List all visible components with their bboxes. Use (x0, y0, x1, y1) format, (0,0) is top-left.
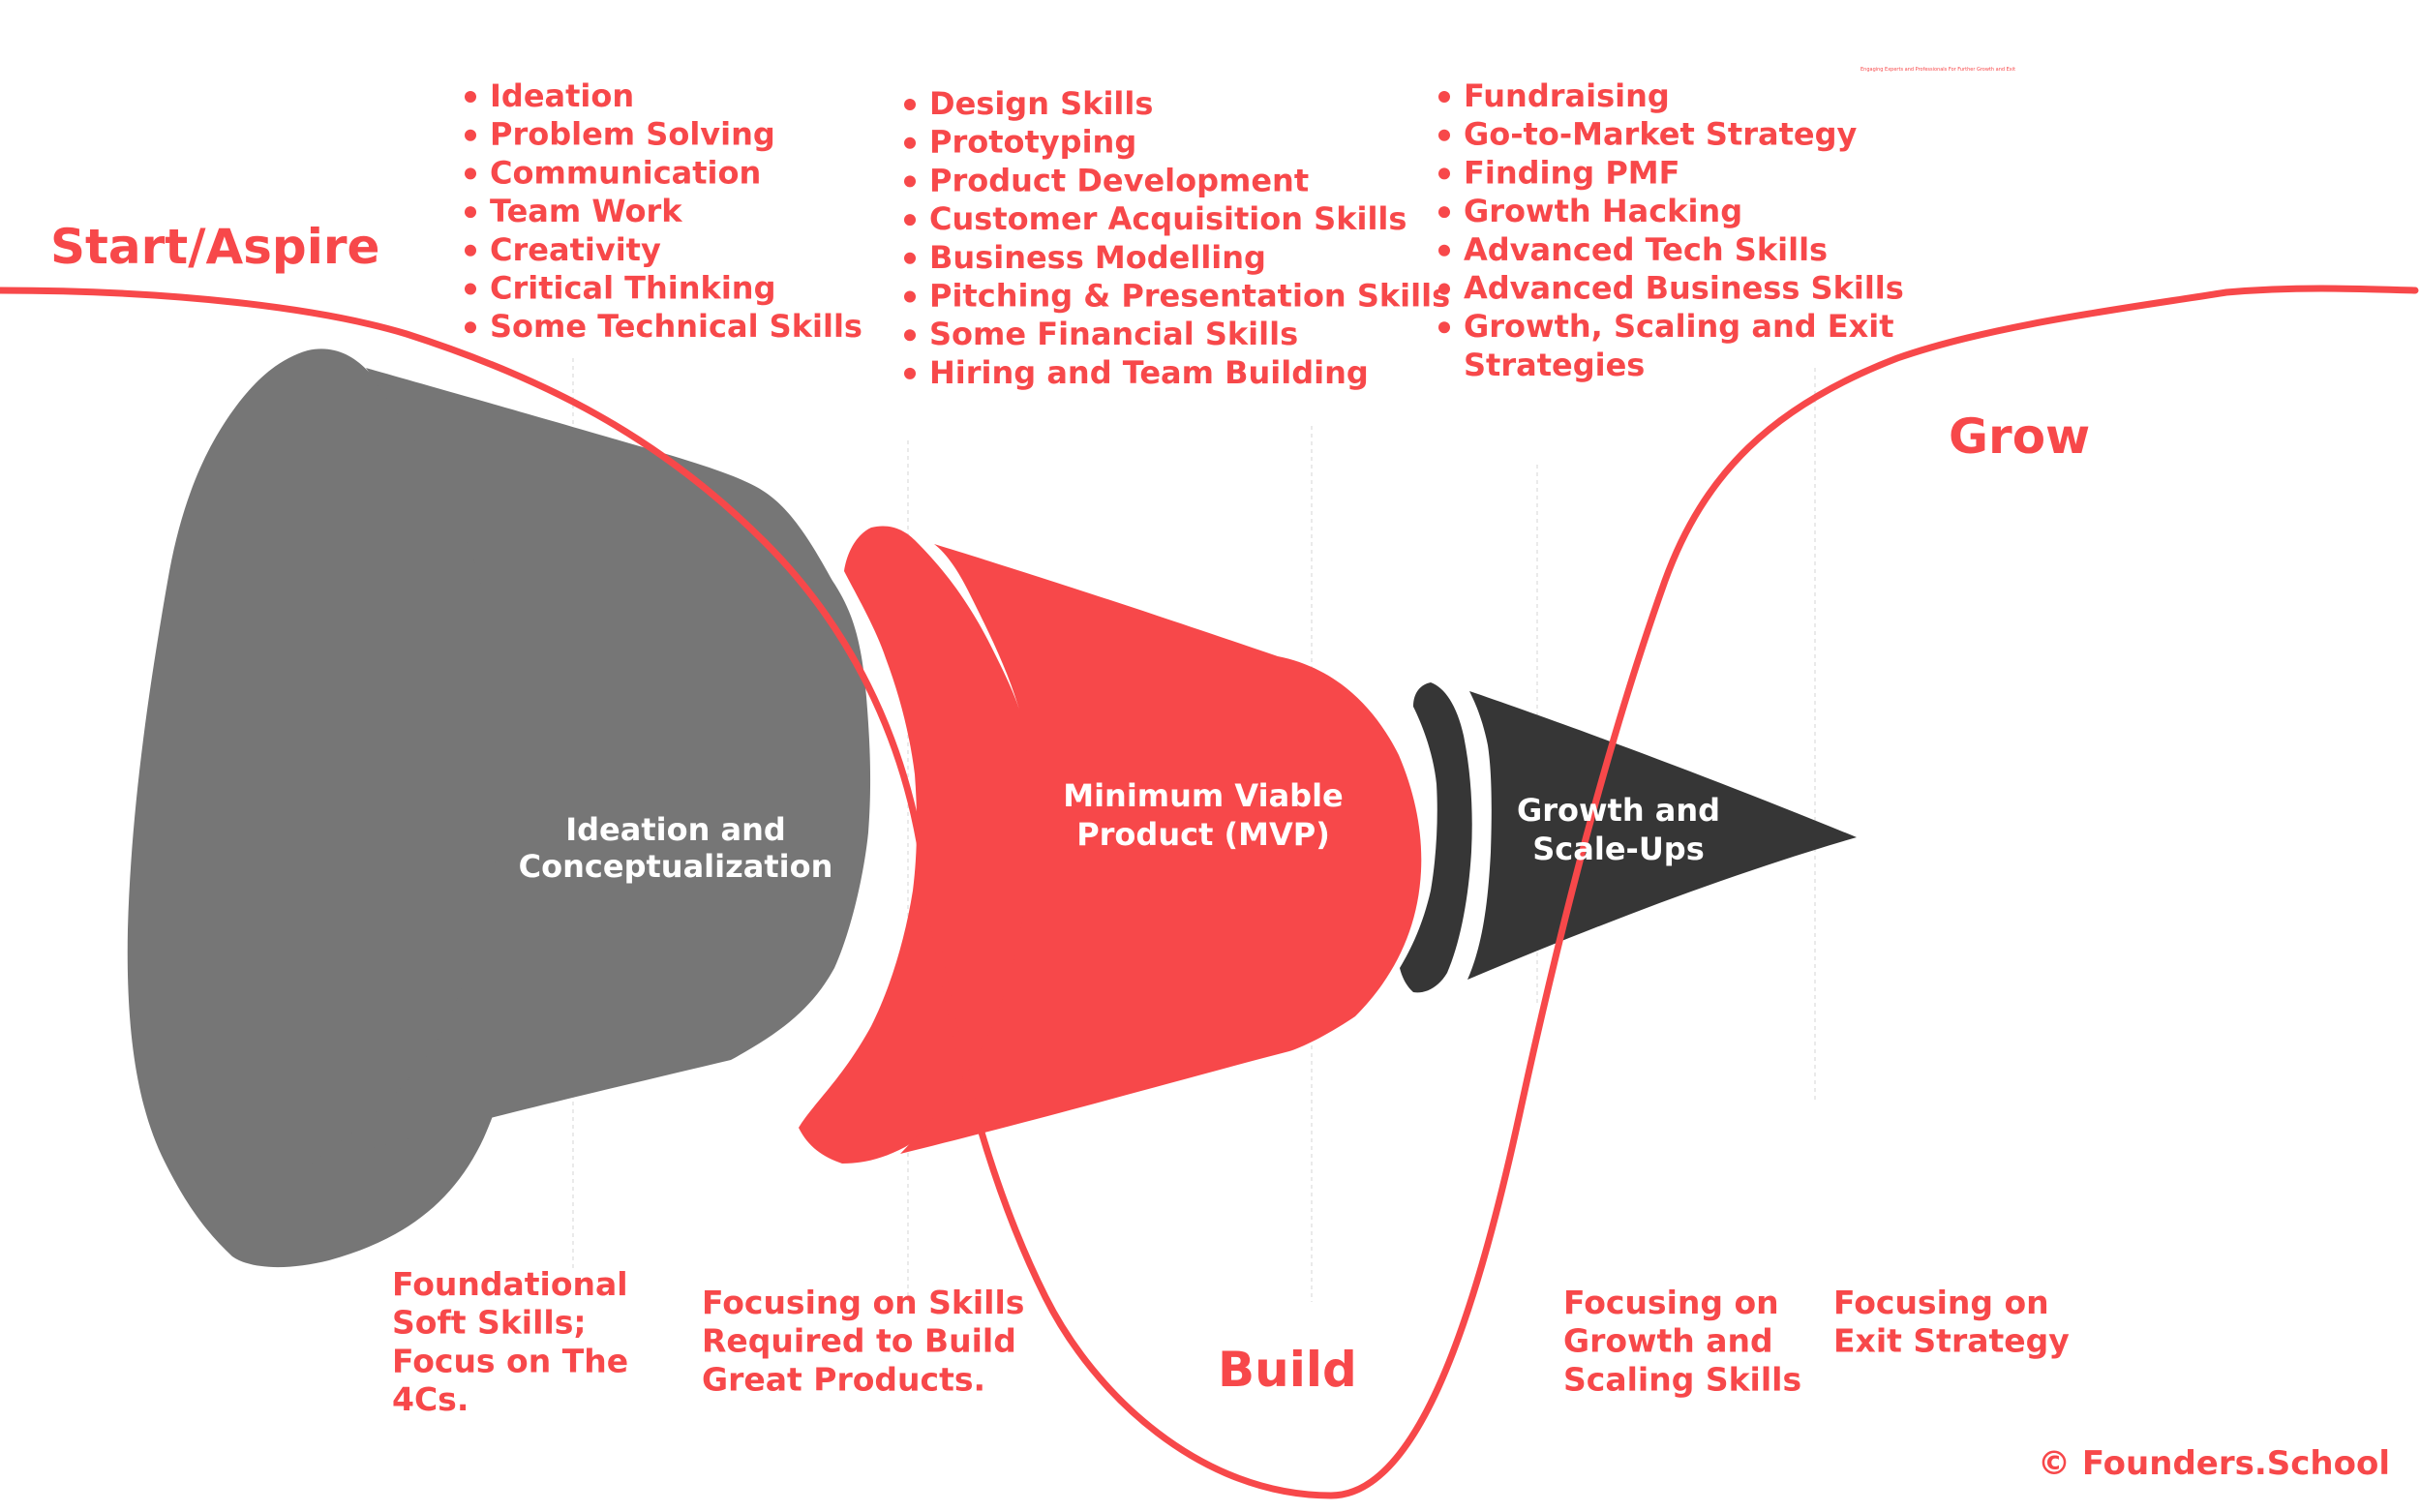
skill-item: Hiring and Team Building (929, 354, 1369, 391)
skill-item: Growth, Scaling and Exit (1464, 308, 1894, 345)
focus-line: Focusing on (1563, 1284, 1779, 1321)
bullet-icon (1438, 206, 1450, 219)
skill-item: Advanced Tech Skills (1464, 231, 1828, 268)
bullet-icon (465, 244, 476, 257)
skill-item: Some Financial Skills (929, 316, 1298, 352)
skill-item: Some Technical Skills (490, 308, 862, 345)
skill-item: Business Modelling (929, 239, 1266, 276)
skill-item: Fundraising (1464, 77, 1670, 114)
skill-item: Problem Solving (490, 116, 775, 153)
funnel-stage-ideation (127, 348, 871, 1268)
focus-line: Scaling Skills (1563, 1360, 1801, 1398)
stage-title-grow: Grow (1949, 408, 2090, 465)
bullet-icon (904, 329, 916, 342)
funnel-mvp-body (900, 544, 1422, 1154)
skill-item: Team Work (490, 193, 682, 229)
stage-title-build: Build (1218, 1342, 1357, 1398)
skill-item: Growth Hacking (1464, 193, 1742, 229)
bullet-icon (904, 136, 916, 149)
bullet-icon (1438, 244, 1450, 257)
funnel-ideation-body (310, 368, 871, 1164)
bullet-icon (1438, 91, 1450, 103)
skill-item: Ideation (490, 77, 634, 114)
bullet-icon (904, 99, 916, 110)
skill-item: Go-to-Market Strategy (1464, 116, 1858, 153)
bullet-icon (465, 283, 476, 295)
funnel-growth-rim (1400, 682, 1472, 993)
skill-item: Pitching & Presentation Skills (929, 278, 1450, 315)
stage-title-start: Start/Aspire (50, 219, 379, 275)
skill-item: Advanced Business Skills (1464, 270, 1904, 307)
focus-line: Great Products. (702, 1360, 985, 1398)
skill-item: Product Development (929, 162, 1309, 198)
bullet-icon (1438, 167, 1450, 180)
bullet-icon (465, 167, 476, 180)
bullet-icon (1438, 321, 1450, 334)
funnel-label-line: Growth and (1517, 792, 1720, 829)
focus-line: Focusing on (1833, 1284, 2049, 1321)
copyright-notice: © Founders.School (2038, 1444, 2390, 1483)
focus-line: Foundational (392, 1265, 628, 1303)
skill-item: Design Skills (929, 85, 1153, 122)
focus-line: Soft Skills; (392, 1304, 587, 1342)
journey-curve (0, 285, 2419, 1499)
focus-line: 4Cs. (392, 1380, 469, 1418)
skill-item: Prototyping (929, 124, 1136, 161)
bullet-icon (465, 206, 476, 219)
bullet-icon (904, 290, 916, 303)
funnel-label-line: Conceptualization (519, 848, 833, 885)
funnel-label-mvp: Minimum Viable Product (MVP) (1063, 777, 1344, 853)
bullet-icon (904, 252, 916, 264)
funnel-label-ideation: Ideation and Conceptualization (519, 811, 833, 885)
bullet-icon (1438, 129, 1450, 141)
experts-note: Engaging Experts and Professionals For F… (1860, 67, 2015, 73)
skill-item: Creativity (490, 231, 661, 268)
bullet-icon (904, 175, 916, 188)
funnel-label-growth: Growth and Scale-Ups (1517, 792, 1720, 867)
bullet-icon (465, 129, 476, 141)
bullet-icon (465, 91, 476, 103)
skill-item: Finding PMF (1464, 154, 1679, 191)
funnel-label-line: Product (MVP) (1076, 816, 1330, 853)
focus-line: Focus on The (392, 1342, 628, 1379)
skill-item: Critical Thinking (490, 270, 775, 307)
funnel-label-line: Minimum Viable (1063, 777, 1344, 814)
skill-item: Strategies (1464, 347, 1645, 383)
focus-line: Focusing on Skills (702, 1284, 1024, 1321)
funnel-ideation-rim (127, 348, 534, 1268)
focus-line: Growth and (1563, 1322, 1773, 1360)
focus-line: Exit Strategy (1833, 1322, 2070, 1360)
funnel-label-line: Scale-Ups (1532, 831, 1705, 867)
bullet-icon (904, 214, 916, 227)
bullet-icon (1438, 283, 1450, 295)
bullet-icon (904, 367, 916, 379)
bullet-icon (465, 321, 476, 334)
skill-item: Customer Acquisition Skills (929, 200, 1407, 237)
skill-item: Communication (490, 154, 761, 191)
focus-line: Required to Build (702, 1322, 1016, 1360)
funnel-label-line: Ideation and (565, 811, 786, 848)
